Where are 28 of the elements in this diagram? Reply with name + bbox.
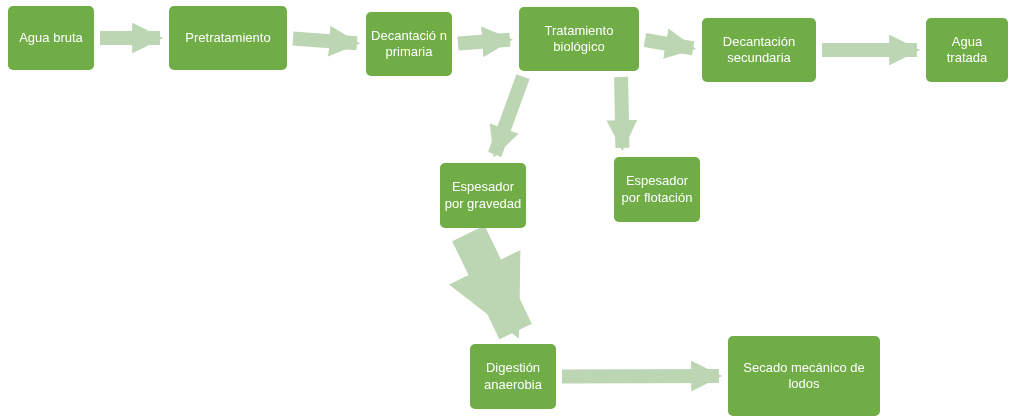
process-box xyxy=(440,163,526,228)
box-label: Digestión anaerobia xyxy=(483,360,543,393)
block-arrow xyxy=(292,25,360,57)
block-arrow xyxy=(606,76,638,151)
block-arrow xyxy=(561,360,722,392)
process-box xyxy=(702,18,816,82)
block-arrow xyxy=(100,22,163,54)
box-label: Agua bruta xyxy=(19,29,83,47)
block-arrow xyxy=(457,26,513,58)
process-box xyxy=(8,6,94,70)
process-box xyxy=(470,344,556,409)
box-label: Decantación secundaria xyxy=(721,33,797,67)
process-box xyxy=(614,157,700,222)
block-arrow xyxy=(643,28,697,59)
block-arrow xyxy=(488,74,530,158)
box-label: Espesador por gravedad xyxy=(444,179,522,212)
process-box xyxy=(169,6,287,70)
block-arrow xyxy=(822,34,920,66)
box-label: Decantació n primaria xyxy=(370,27,448,61)
box-label: Secado mecánico de lodos xyxy=(742,359,866,393)
box-label: Tratamiento biológico xyxy=(543,22,615,56)
box-label: Espesador por flotación xyxy=(620,173,694,206)
process-box xyxy=(728,336,880,416)
box-label: Pretratamiento xyxy=(185,29,271,47)
process-box xyxy=(519,7,639,71)
process-box xyxy=(926,18,1008,82)
process-box xyxy=(366,12,452,76)
box-label: Agua tratada xyxy=(945,33,989,67)
